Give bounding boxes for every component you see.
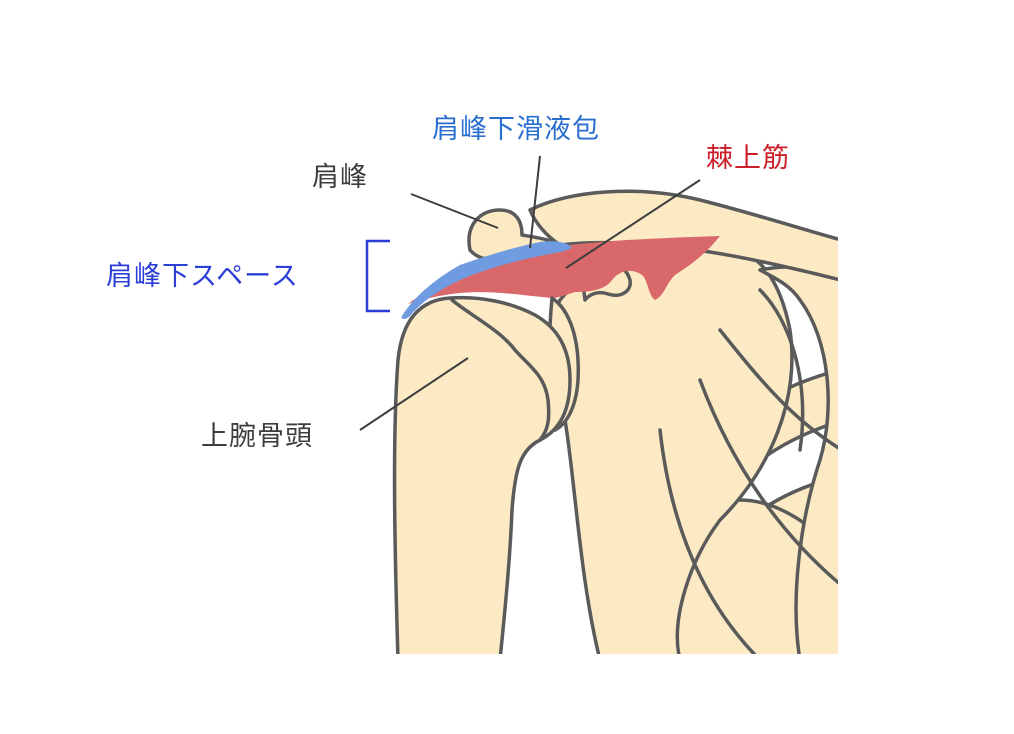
- subacromial-space-bracket: [367, 241, 390, 311]
- humerus-shape: [395, 298, 570, 660]
- label-acromion: 肩峰: [312, 164, 368, 191]
- label-subacromial-space: 肩峰下スペース: [106, 263, 299, 290]
- leader-line-acromion: [411, 194, 498, 228]
- illustration-group: [395, 191, 900, 660]
- label-supraspinatus: 棘上筋: [706, 145, 790, 172]
- label-humeral-head: 上腕骨頭: [201, 423, 313, 450]
- leader-line-bursa: [530, 156, 540, 248]
- label-subacromial-bursa: 肩峰下滑液包: [432, 116, 600, 143]
